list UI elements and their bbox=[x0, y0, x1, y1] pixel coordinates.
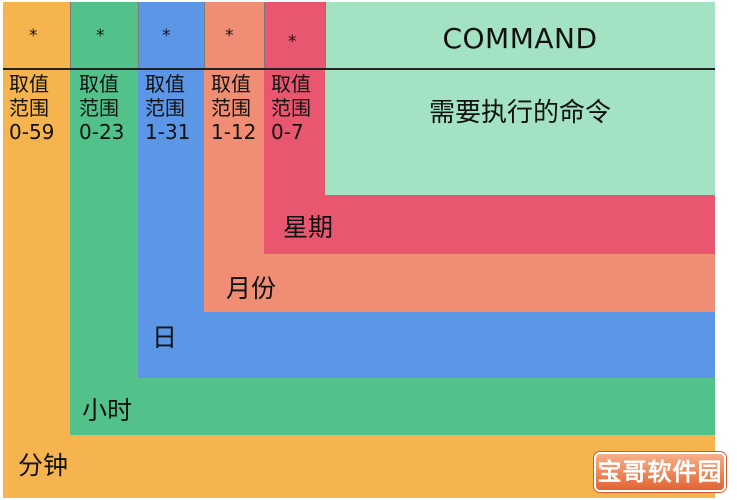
range-value: 1-12 bbox=[211, 120, 257, 144]
range-value: 1-31 bbox=[145, 120, 191, 144]
weekday-range: 取值 范围 0-7 bbox=[271, 72, 311, 144]
hour-label: 小时 bbox=[82, 396, 133, 425]
range-value: 0-59 bbox=[9, 120, 55, 144]
day-range: 取值 范围 1-31 bbox=[145, 72, 190, 144]
range-label: 范围 bbox=[79, 96, 119, 120]
range-label: 取值 bbox=[271, 72, 311, 96]
hour-range: 取值 范围 0-23 bbox=[79, 72, 124, 144]
month-label: 月份 bbox=[226, 274, 277, 303]
column-divider bbox=[70, 2, 71, 69]
weekday-star: * bbox=[288, 32, 297, 52]
minute-star: * bbox=[29, 26, 38, 46]
header-divider bbox=[3, 68, 715, 70]
column-divider bbox=[325, 2, 326, 69]
range-label: 范围 bbox=[145, 96, 185, 120]
month-range: 取值 范围 1-12 bbox=[211, 72, 256, 144]
column-divider bbox=[204, 2, 205, 69]
column-divider bbox=[264, 2, 265, 69]
day-label: 日 bbox=[152, 323, 178, 352]
month-star: * bbox=[225, 26, 234, 46]
command-layer bbox=[325, 2, 715, 195]
day-star: * bbox=[162, 26, 171, 46]
watermark-logo: 宝哥软件园 bbox=[594, 452, 726, 492]
range-label: 范围 bbox=[9, 96, 49, 120]
range-value: 0-7 bbox=[271, 120, 304, 144]
command-description: 需要执行的命令 bbox=[428, 98, 611, 128]
range-label: 范围 bbox=[271, 96, 311, 120]
command-title: COMMAND bbox=[442, 22, 598, 55]
range-label: 取值 bbox=[79, 72, 119, 96]
column-divider bbox=[138, 2, 139, 69]
range-label: 取值 bbox=[211, 72, 251, 96]
range-label: 取值 bbox=[145, 72, 185, 96]
range-label: 范围 bbox=[211, 96, 251, 120]
hour-star: * bbox=[96, 26, 105, 46]
range-label: 取值 bbox=[9, 72, 49, 96]
minute-label: 分钟 bbox=[18, 451, 69, 480]
weekday-label: 星期 bbox=[283, 213, 334, 242]
minute-range: 取值 范围 0-59 bbox=[9, 72, 54, 144]
range-value: 0-23 bbox=[79, 120, 125, 144]
